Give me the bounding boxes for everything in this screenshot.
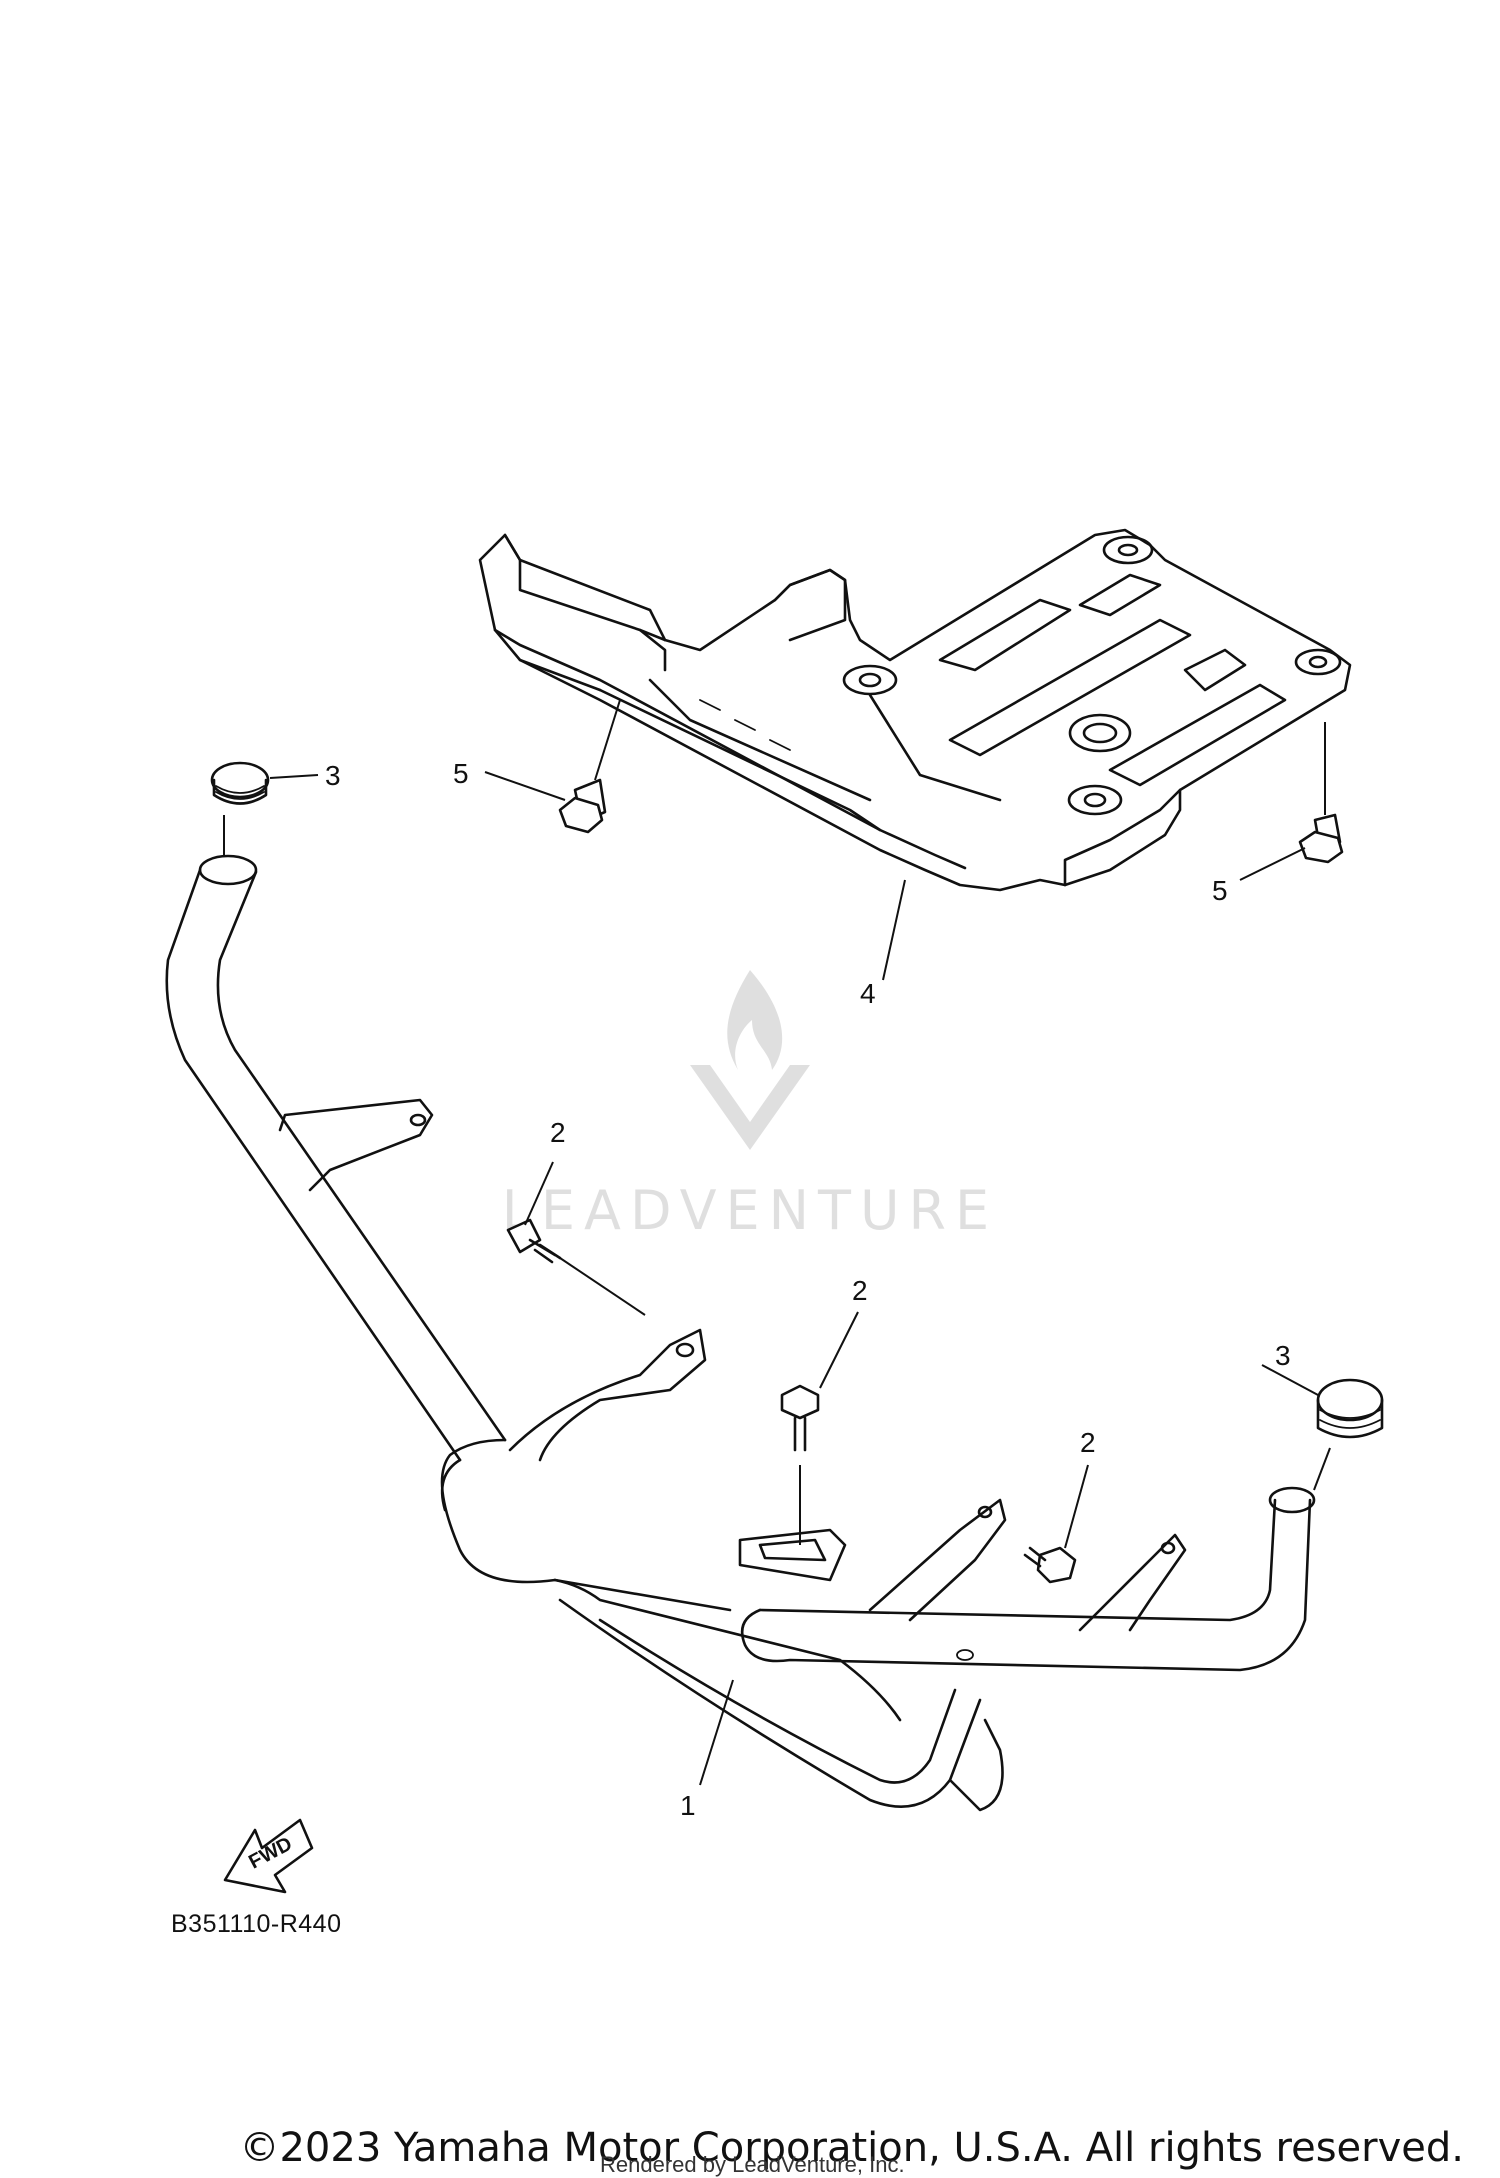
callout-2-upper: 2 [550, 1117, 566, 1148]
skid-plate [478, 528, 1352, 892]
bolt-2-center [780, 1384, 820, 1452]
cap-3-right [1316, 1378, 1384, 1439]
callout-4: 4 [860, 978, 876, 1009]
watermark-text: LEADVENTURE [501, 1179, 999, 1242]
leadventure-watermark: LEADVENTURE [490, 950, 1010, 1242]
callout-1: 1 [680, 1790, 696, 1821]
bolt-5-right [1298, 813, 1344, 864]
diagram-code: B351110-R440 [171, 1910, 342, 1938]
flame-logo-icon [690, 970, 810, 1150]
callout-2-center: 2 [852, 1275, 868, 1306]
callout-3-right: 3 [1275, 1340, 1291, 1371]
callout-2-right: 2 [1080, 1427, 1096, 1458]
callout-3-left: 3 [325, 760, 341, 791]
callout-5-right: 5 [1212, 875, 1228, 906]
copyright-notice: ©2023 Yamaha Motor Corporation, U.S.A. A… [239, 2125, 1464, 2171]
bolt-5-left [558, 778, 607, 834]
bolt-2-upper [506, 1218, 562, 1264]
fwd-arrow-icon: FWD [223, 1818, 314, 1894]
rendered-by-notice: Rendered by LeadVenture, Inc. [600, 2152, 905, 2177]
callouts: 1 2 2 2 3 3 4 5 5 [223, 699, 1331, 1821]
cap-3-left [210, 761, 270, 805]
bolt-2-right [1023, 1546, 1077, 1584]
bumper-guard [165, 854, 1316, 1812]
callout-5-left: 5 [453, 758, 469, 789]
